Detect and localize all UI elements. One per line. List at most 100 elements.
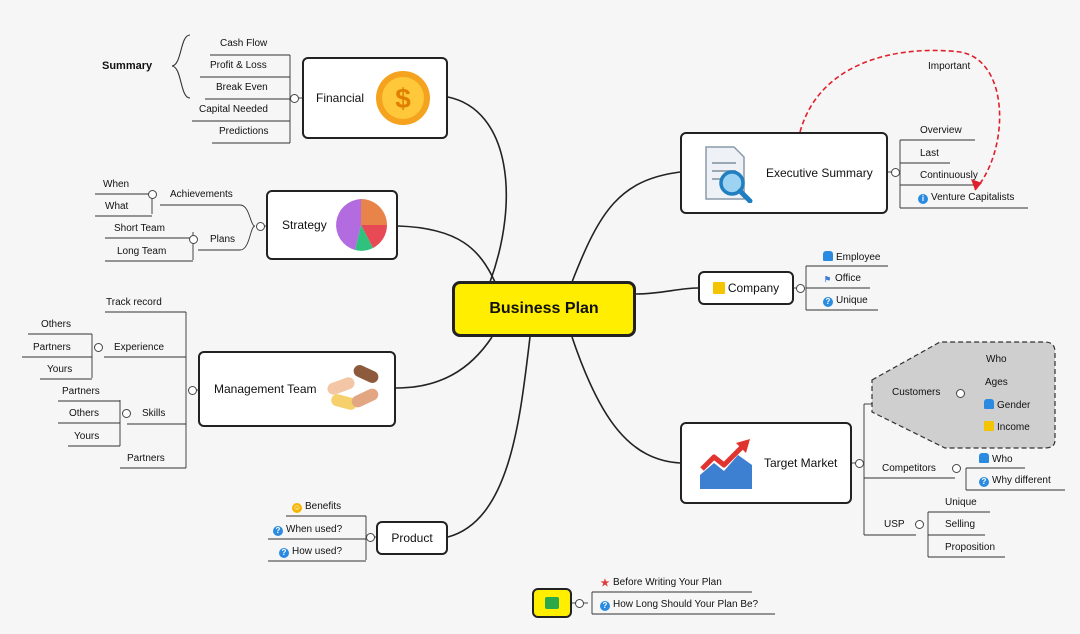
company-collapse-toggle[interactable] [796, 284, 805, 293]
topic-target-market-label: Target Market [764, 456, 838, 470]
plans-item[interactable]: Short Team [114, 223, 165, 234]
topic-financial-label: Financial [316, 91, 365, 105]
notes-item[interactable]: ★Before Writing Your Plan [600, 577, 722, 589]
customers-item[interactable]: Ages [985, 377, 1008, 388]
customers-item[interactable]: Who [986, 354, 1007, 365]
usp-collapse-toggle[interactable] [915, 520, 924, 529]
competitors-item-label: Who [992, 454, 1013, 465]
company-item[interactable]: ⚑Office [823, 273, 861, 285]
management-collapse-toggle[interactable] [188, 386, 197, 395]
topic-executive-summary-label: Executive Summary [766, 166, 873, 180]
sticky-note-icon [545, 597, 559, 609]
skills-item[interactable]: Others [69, 408, 100, 419]
plans-collapse-toggle[interactable] [189, 235, 198, 244]
topic-company[interactable]: Company [698, 271, 794, 305]
target-collapse-toggle[interactable] [855, 459, 864, 468]
company-item-label: Unique [836, 295, 868, 306]
topic-management-team-label: Management Team [214, 382, 317, 396]
skills-item[interactable]: Partners [62, 386, 100, 397]
notes-collapse-toggle[interactable] [575, 599, 584, 608]
sticky-note-icon [984, 421, 994, 431]
executive-item[interactable]: Continuously [920, 170, 978, 181]
executive-item[interactable]: Overview [920, 125, 962, 136]
flag-icon: ⚑ [823, 275, 832, 284]
target-usp[interactable]: USP [884, 519, 905, 530]
target-customers[interactable]: Customers [892, 387, 941, 398]
info-icon: i [918, 194, 928, 204]
central-topic-business-plan[interactable]: Business Plan [452, 281, 636, 337]
competitors-item-label: Why different [992, 475, 1051, 486]
notes-floating-topic[interactable] [532, 588, 572, 618]
customers-collapse-toggle[interactable] [956, 389, 965, 398]
topic-executive-summary[interactable]: Executive Summary [680, 132, 888, 214]
competitors-item[interactable]: ?Why different [979, 475, 1051, 487]
strategy-collapse-toggle[interactable] [256, 222, 265, 231]
customers-item[interactable]: Gender [984, 399, 1030, 412]
pie-chart-icon [335, 199, 387, 251]
skills-item[interactable]: Yours [74, 431, 100, 442]
achievements-item[interactable]: What [105, 201, 129, 212]
topic-strategy[interactable]: Strategy [266, 190, 398, 260]
question-icon: ? [273, 526, 283, 536]
notes-item[interactable]: ?How Long Should Your Plan Be? [600, 599, 758, 611]
question-icon: ? [823, 297, 833, 307]
topic-financial[interactable]: Financial $ [302, 57, 448, 139]
experience-item[interactable]: Yours [47, 364, 73, 375]
management-track-record[interactable]: Track record [106, 297, 162, 308]
usp-item[interactable]: Selling [945, 519, 976, 530]
product-collapse-toggle[interactable] [366, 533, 375, 542]
relationship-label-important[interactable]: Important [926, 61, 973, 73]
product-item-label: Benefits [305, 501, 342, 512]
question-icon: ? [600, 601, 610, 611]
financial-item[interactable]: Predictions [219, 126, 269, 137]
usp-item[interactable]: Unique [945, 497, 977, 508]
dollar-coin-icon: $ [376, 71, 431, 125]
achievements-item[interactable]: When [103, 179, 130, 190]
skills-collapse-toggle[interactable] [122, 409, 131, 418]
topic-target-market[interactable]: Target Market [680, 422, 852, 504]
topic-product[interactable]: Product [376, 521, 448, 555]
financial-item[interactable]: Break Even [216, 82, 268, 93]
usp-item[interactable]: Proposition [945, 542, 996, 553]
customers-item[interactable]: Income [984, 421, 1030, 434]
financial-item[interactable]: Profit & Loss [210, 60, 267, 71]
notes-item-label: How Long Should Your Plan Be? [613, 599, 759, 610]
rising-chart-icon [700, 439, 752, 489]
company-item[interactable]: Employee [823, 251, 880, 264]
experience-collapse-toggle[interactable] [94, 343, 103, 352]
competitors-collapse-toggle[interactable] [952, 464, 961, 473]
product-item[interactable]: ☺Benefits [292, 501, 341, 513]
product-item[interactable]: ?When used? [273, 524, 342, 536]
executive-item[interactable]: Last [920, 148, 939, 159]
executive-collapse-toggle[interactable] [891, 168, 900, 177]
customers-item-label: Gender [997, 400, 1031, 411]
topic-product-label: Product [391, 531, 433, 545]
svg-text:$: $ [395, 83, 411, 114]
product-item-label: How used? [292, 546, 343, 557]
summary-label[interactable]: Summary [102, 60, 153, 72]
person-icon [984, 399, 994, 409]
notes-item-label: Before Writing Your Plan [613, 577, 722, 588]
management-skills[interactable]: Skills [142, 408, 166, 419]
management-partners[interactable]: Partners [127, 453, 165, 464]
strategy-achievements[interactable]: Achievements [170, 189, 233, 200]
target-competitors[interactable]: Competitors [882, 463, 936, 474]
strategy-plans[interactable]: Plans [210, 234, 236, 245]
management-experience[interactable]: Experience [114, 342, 165, 353]
achievements-collapse-toggle[interactable] [148, 190, 157, 199]
topic-company-label: Company [727, 281, 780, 295]
financial-collapse-toggle[interactable] [290, 94, 299, 103]
customers-item-label: Income [997, 422, 1030, 433]
experience-item[interactable]: Others [41, 319, 72, 330]
competitors-item[interactable]: Who [979, 453, 1013, 466]
executive-item-label: Venture Capitalists [931, 192, 1015, 203]
financial-item[interactable]: Cash Flow [220, 38, 268, 49]
product-item[interactable]: ?How used? [279, 546, 342, 558]
experience-item[interactable]: Partners [33, 342, 71, 353]
company-item[interactable]: ?Unique [823, 295, 868, 307]
financial-item[interactable]: Capital Needed [199, 104, 268, 115]
topic-management-team[interactable]: Management Team [198, 351, 396, 427]
plans-item[interactable]: Long Team [117, 246, 167, 257]
teamwork-hands-icon [326, 365, 378, 410]
